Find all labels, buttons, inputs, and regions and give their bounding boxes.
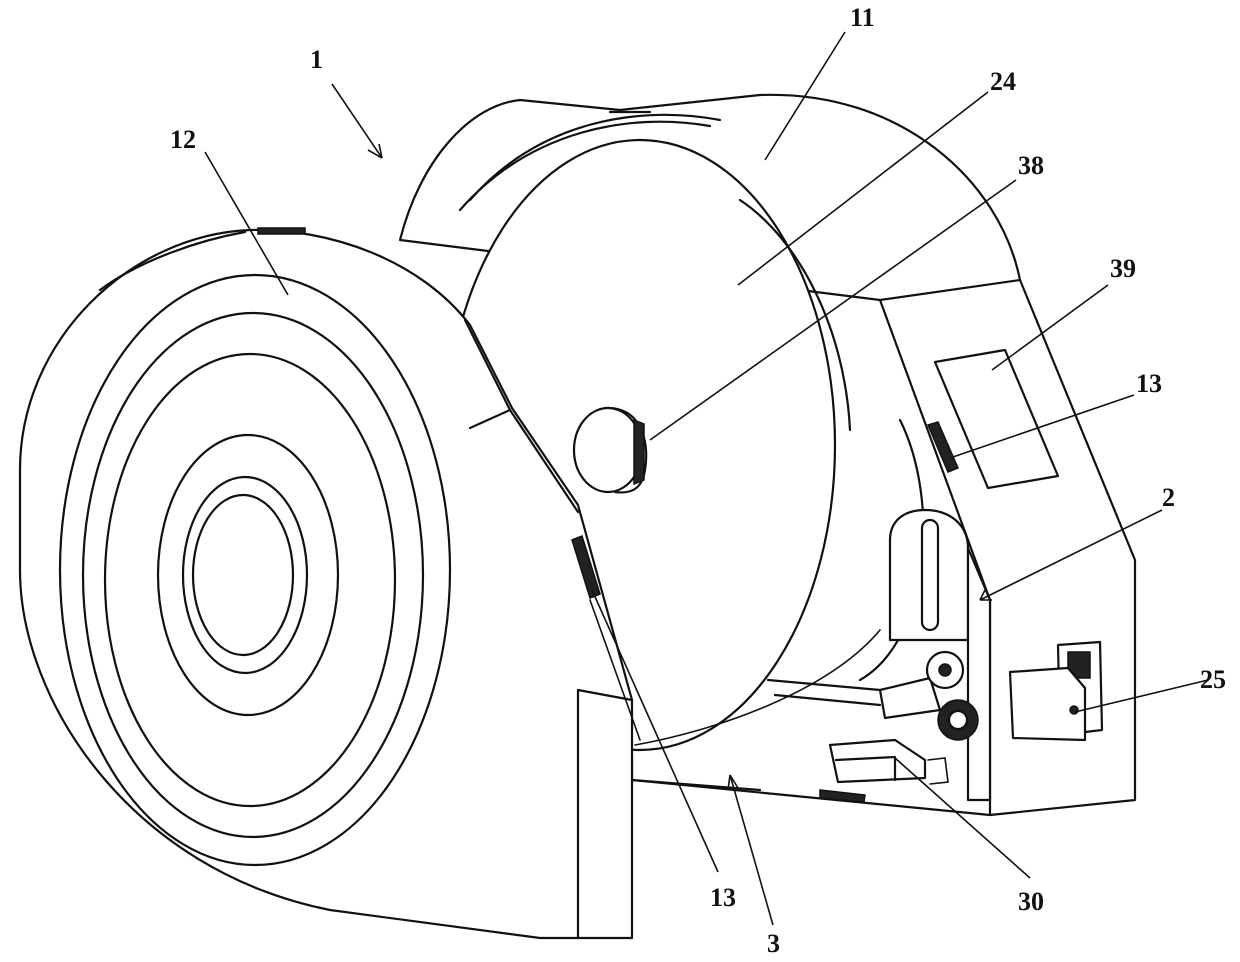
- label-39: 39: [1110, 254, 1136, 283]
- label-38: 38: [1018, 151, 1044, 180]
- label-1: 1: [310, 45, 323, 74]
- hub: [572, 406, 648, 494]
- label-24: 24: [990, 67, 1016, 96]
- switch: [1008, 640, 1104, 742]
- leader-30: [894, 757, 1031, 879]
- display-window: [933, 348, 1060, 490]
- label-13-upper: 13: [1136, 369, 1162, 398]
- leader-25: [1074, 679, 1209, 713]
- upper-slot: [926, 421, 959, 473]
- leader-13-upper: [949, 394, 1135, 459]
- rear-housing: [398, 93, 1137, 817]
- front-housing: [18, 227, 634, 940]
- lower-slot: [571, 535, 641, 741]
- label-11: 11: [850, 3, 875, 32]
- leader-39: [991, 284, 1109, 371]
- cavity-floor: [630, 756, 992, 817]
- leader-1: [331, 83, 383, 159]
- label-2: 2: [1162, 483, 1175, 512]
- leader-1-arrowhead: [367, 143, 383, 159]
- leader-lines: [204, 31, 1209, 926]
- leader-3-arrowhead: [727, 774, 739, 791]
- leader-38: [649, 179, 1017, 441]
- leader-11: [764, 31, 846, 161]
- label-13-lower: 13: [710, 883, 736, 912]
- label-30: 30: [1018, 887, 1044, 916]
- label-12: 12: [170, 125, 196, 154]
- leader-2-arrowhead: [979, 589, 992, 601]
- plunger-unit: [766, 508, 992, 802]
- leader-13-lower: [591, 589, 719, 873]
- label-25: 25: [1200, 665, 1226, 694]
- reference-labels: 1 11 24 38 12 39 13 2 25 13 3 30: [170, 3, 1226, 958]
- label-3: 3: [767, 929, 780, 958]
- leader-12: [204, 151, 289, 296]
- leader-3: [729, 774, 774, 926]
- leader-24: [737, 91, 989, 286]
- leader-2: [979, 509, 1163, 601]
- actuator: [828, 738, 949, 785]
